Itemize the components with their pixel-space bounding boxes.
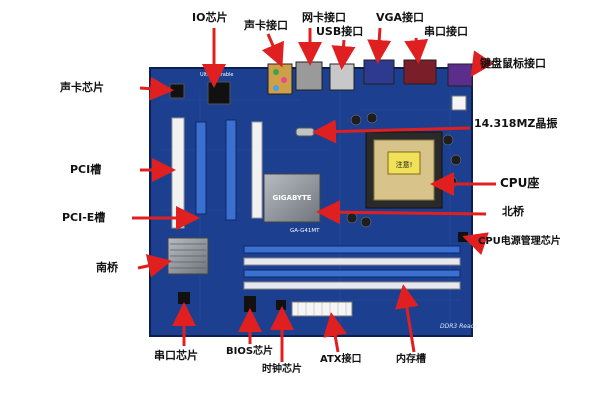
label-audio-port: 声卡接口 <box>244 19 288 32</box>
label-memory-slot: 内存槽 <box>396 354 426 365</box>
brand-logo-text: GIGABYTE <box>272 194 311 202</box>
clock-chip-graphic <box>276 300 286 310</box>
model-text: GA-G41MT <box>290 228 320 234</box>
serial-port-graphic <box>403 59 437 85</box>
label-crystal: 14.318MZ晶振 <box>474 117 558 130</box>
callout-arrows <box>132 27 496 362</box>
label-serial-port-top: 串口接口 <box>424 25 468 38</box>
cpu-power-connector <box>451 95 467 111</box>
label-cpu-power: CPU电源管理芯片 <box>478 236 561 247</box>
label-clock-chip: 时钟芯片 <box>262 364 302 375</box>
label-southbridge: 南桥 <box>96 261 118 274</box>
heatsink-fins <box>170 243 206 269</box>
label-vga-port: VGA接口 <box>376 11 425 24</box>
ps2-port-graphic <box>447 63 473 87</box>
ddr3-ready-text: DDR3 Ready <box>440 323 478 330</box>
label-lan-port: 网卡接口 <box>302 11 346 24</box>
audio-port-graphic <box>267 63 293 95</box>
ultra-durable-text: Ultra Durable <box>200 72 234 78</box>
pci-slot-graphic <box>171 117 185 229</box>
northbridge-heatsink <box>263 173 321 223</box>
label-audio-chip: 声卡芯片 <box>60 81 104 94</box>
label-io-chip: IO芯片 <box>192 11 228 24</box>
label-pci-slot: PCI槽 <box>70 163 102 176</box>
usb-port-graphic <box>329 63 355 91</box>
lan-port-graphic <box>295 61 323 91</box>
label-bios-chip: BIOS芯片 <box>226 346 274 357</box>
socket-sticker-text: 注意! <box>396 160 413 169</box>
serial-chip-graphic <box>178 292 190 304</box>
label-pcie-slot: PCI-E槽 <box>62 211 106 224</box>
label-usb-port: USB接口 <box>316 25 364 38</box>
cpu-power-chip-graphic <box>458 232 468 242</box>
memory-slot-graphic <box>243 245 461 254</box>
crystal-graphic <box>295 127 315 137</box>
vga-port-graphic <box>363 59 395 85</box>
label-serial-chip: 串口芯片 <box>154 349 198 362</box>
audio-chip-graphic <box>169 83 185 99</box>
bios-chip-graphic <box>244 296 256 312</box>
pcie-slot-graphic <box>195 121 207 215</box>
label-northbridge: 北桥 <box>502 205 524 218</box>
label-cpu-socket: CPU座 <box>500 176 540 190</box>
label-atx-port: ATX接口 <box>320 354 362 365</box>
label-ps2-port: 键盘鼠标接口 <box>480 57 546 70</box>
io-chip-graphic <box>207 81 231 105</box>
